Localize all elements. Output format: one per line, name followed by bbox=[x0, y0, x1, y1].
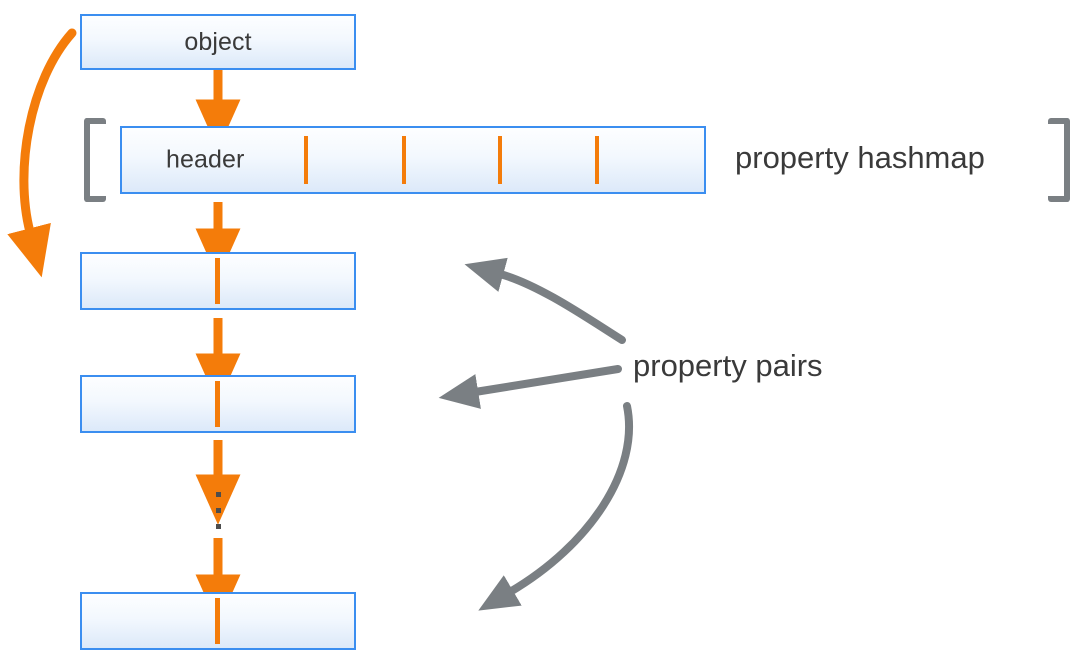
property-hashmap-caption: property hashmap bbox=[735, 140, 985, 175]
hashmap-tick-3 bbox=[498, 136, 502, 184]
object-box-label: object bbox=[184, 27, 252, 56]
property-pairs-caption: property pairs bbox=[633, 348, 823, 383]
pair-box-last-thru-line bbox=[215, 598, 220, 644]
object-box[interactable]: object bbox=[80, 14, 356, 70]
pair-box-1-thru-line bbox=[215, 258, 220, 304]
hashmap-tick-2 bbox=[402, 136, 406, 184]
gray-arrow-to-last-pair-box bbox=[478, 402, 633, 611]
hashmap-bracket-left bbox=[84, 118, 106, 202]
gray-arrow-to-pair-box-1 bbox=[464, 257, 626, 344]
gray-arrow-to-pair-box-2 bbox=[438, 365, 622, 409]
hashmap-tick-4 bbox=[595, 136, 599, 184]
hashmap-tick-1 bbox=[304, 136, 308, 184]
pair-box-2-thru-line bbox=[215, 381, 220, 427]
header-box[interactable]: header bbox=[120, 126, 706, 194]
header-box-label: header bbox=[166, 145, 245, 174]
hashmap-bracket-right bbox=[1048, 118, 1070, 202]
ellipsis-dot-1 bbox=[216, 492, 221, 497]
ellipsis-dot-2 bbox=[216, 508, 221, 513]
orange-curved-arrow-object-to-pairs bbox=[7, 28, 77, 278]
ellipsis-dot-3 bbox=[216, 524, 221, 529]
